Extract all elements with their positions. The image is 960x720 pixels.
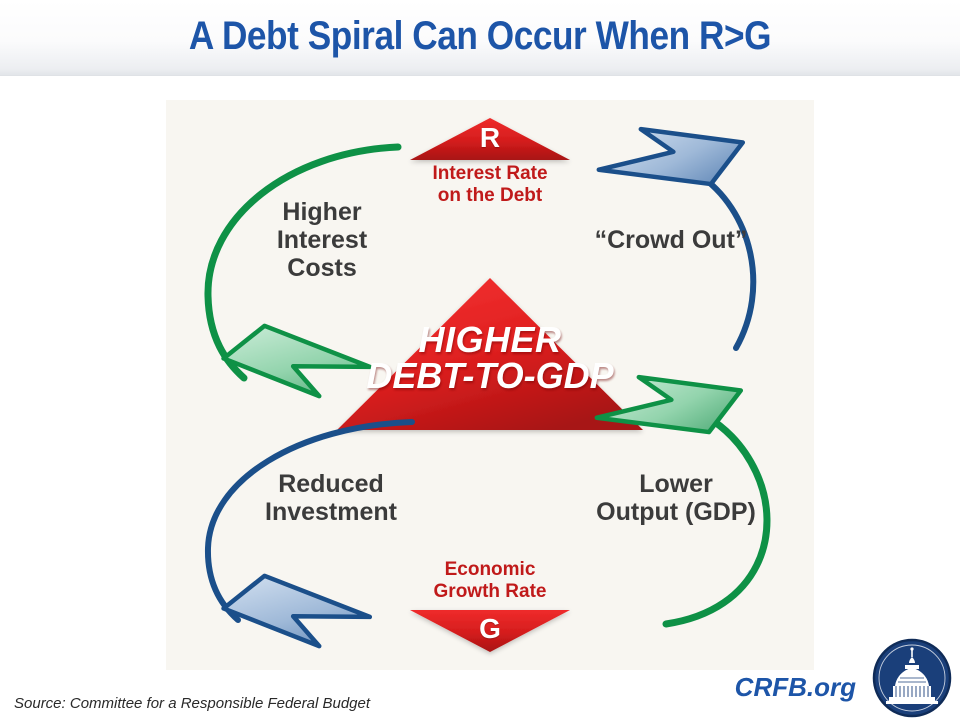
center-triangle (337, 278, 643, 430)
debt-spiral-diagram: R G Interest Rate on the Debt Economic G… (166, 100, 814, 670)
arrow-lower-output (594, 374, 771, 628)
page-title: A Debt Spiral Can Occur When R>G (188, 14, 772, 58)
node-label-crowd-out: “Crowd Out” (594, 226, 748, 254)
node-label-reduced-investment: Reduced Investment (265, 470, 397, 526)
growth-rate-down-triangle (410, 610, 570, 652)
node-label-lower-output: Lower Output (GDP) (596, 470, 756, 526)
growth-rate-caption: Economic Growth Rate (433, 559, 547, 602)
arrow-higher-interest-costs (204, 143, 402, 399)
interest-rate-caption: Interest Rate on the Debt (432, 163, 548, 206)
interest-rate-up-triangle (410, 118, 570, 160)
diagram-graphics (204, 118, 771, 652)
g-triangle-letter: G (479, 613, 501, 644)
slide-header-band (0, 0, 960, 76)
capitol-dome-logo[interactable] (872, 638, 952, 718)
crfb-wordmark[interactable]: CRFB.org (734, 672, 856, 702)
arrow-crowd-out (596, 126, 757, 351)
node-label-higher-interest-costs: Higher Interest Costs (276, 198, 368, 282)
r-triangle-letter: R (479, 122, 501, 153)
source-note: Source: Committee for a Responsible Fede… (14, 695, 371, 712)
arrow-reduced-investment (204, 419, 415, 649)
